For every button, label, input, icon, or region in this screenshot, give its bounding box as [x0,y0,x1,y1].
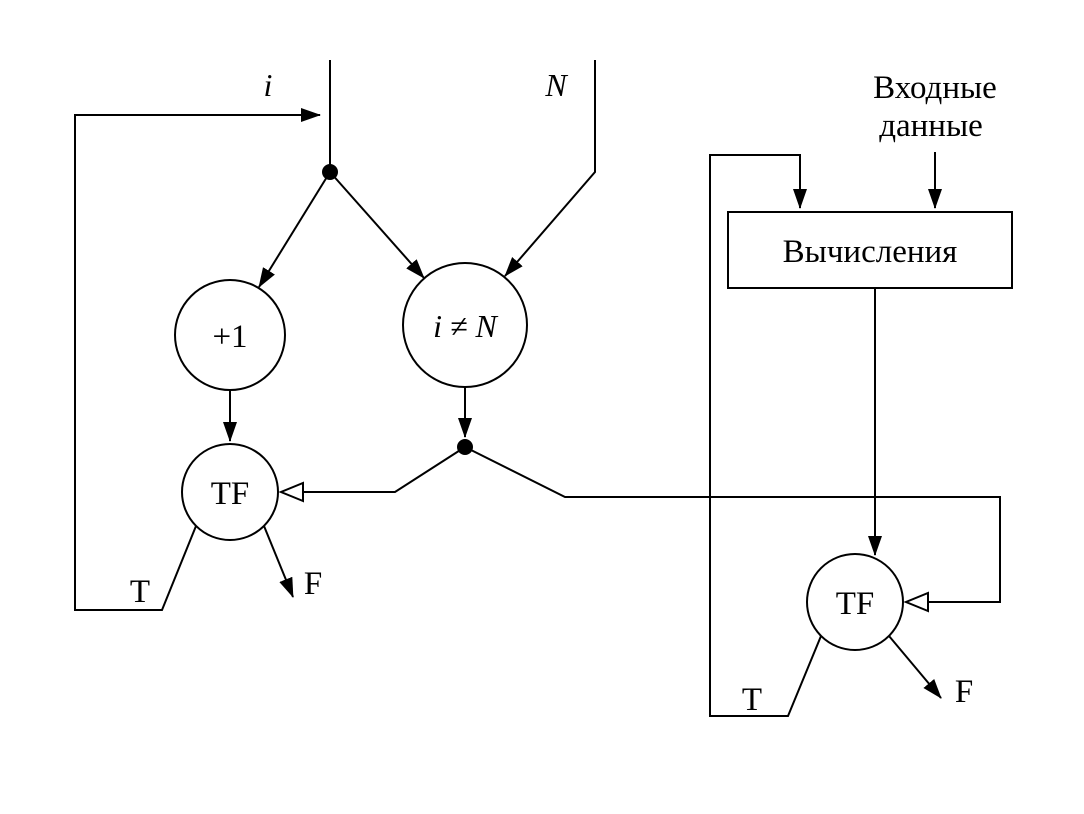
label-var-n: N [544,67,568,103]
edge-junction2-to-tfleft-control [278,446,466,503]
junction-dot-2 [457,439,473,455]
edge-false-branch-left [263,525,294,598]
edge-false-branch-right [888,635,942,699]
computation-box-node [727,211,1013,289]
true-branch-right-label: T [742,682,762,718]
tf-gate-right-node [806,553,904,651]
tf-gate-right-label: TF [836,586,875,622]
tf-gate-left-node [181,443,279,541]
edge-true-loop-left [74,108,321,611]
input-data-label-line2: данные [879,108,983,144]
increment-node [174,279,286,391]
condition-node-label: i ≠ N [433,308,498,344]
nodes [174,164,1013,651]
edge-true-loop-right [709,154,822,717]
false-branch-right-label: F [955,674,973,710]
edge-junction2-to-tfright-control [464,446,1001,613]
label-var-i: i [264,67,273,103]
edge-junction1-to-increment [258,171,331,288]
tf-gate-left-label: TF [211,476,250,512]
true-branch-left-label: T [130,574,150,610]
condition-node [402,262,528,388]
false-branch-left-label: F [304,566,322,602]
computation-box-label: Вычисления [783,234,958,270]
labels: i N +1 i ≠ N TF TF T F T F Входные данны… [130,67,997,718]
edge-junction1-to-condition [329,171,425,279]
edges [74,60,1001,717]
input-data-label-line1: Входные [873,70,997,106]
junction-dot-1 [322,164,338,180]
increment-node-label: +1 [212,319,247,355]
edge-n-to-condition [504,60,596,277]
